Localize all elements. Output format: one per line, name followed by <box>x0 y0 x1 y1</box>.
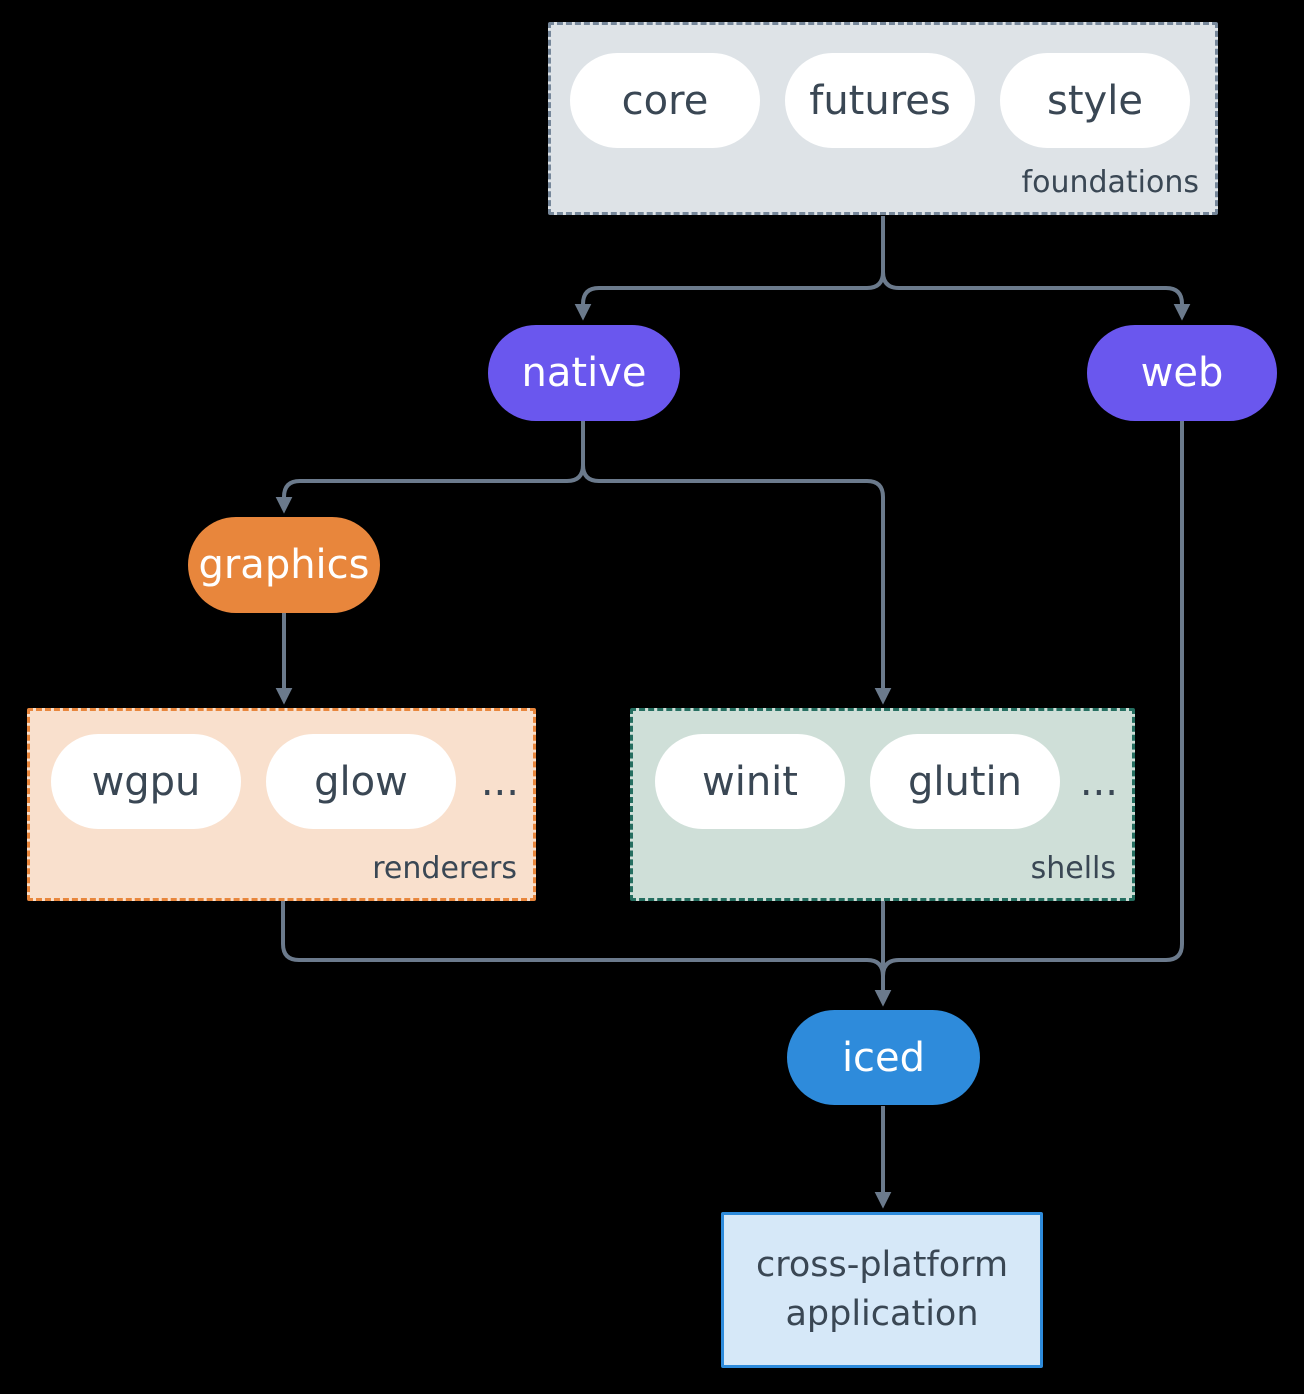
group-shells: winit glutin ... shells <box>630 708 1135 901</box>
foundations-pill-row: core futures style <box>551 25 1215 148</box>
renderers-pill-row: wgpu glow <box>30 711 533 829</box>
edge-native-shells <box>581 421 892 705</box>
foundations-label: foundations <box>1021 165 1199 200</box>
shells-label: shells <box>1030 851 1116 886</box>
group-renderers: wgpu glow ... renderers <box>27 708 536 901</box>
edge-foundations-native <box>574 216 885 321</box>
node-iced: iced <box>787 1010 980 1105</box>
node-graphics: graphics <box>188 517 380 613</box>
renderers-label: renderers <box>372 851 517 886</box>
node-web: web <box>1087 325 1277 421</box>
node-native: native <box>488 325 680 421</box>
node-cross-platform-application: cross-platform application <box>721 1212 1043 1368</box>
pill-wgpu: wgpu <box>51 734 241 829</box>
shells-ellipsis: ... <box>1079 758 1118 805</box>
edge-renderers-merge <box>281 901 885 977</box>
edge-native-graphics <box>275 421 585 514</box>
pill-style: style <box>1000 53 1190 148</box>
pill-glow: glow <box>266 734 456 829</box>
shells-pill-row: winit glutin <box>633 711 1132 829</box>
pill-futures: futures <box>785 53 975 148</box>
renderers-ellipsis: ... <box>480 758 519 805</box>
pill-winit: winit <box>655 734 845 829</box>
pill-glutin: glutin <box>870 734 1060 829</box>
group-foundations: core futures style foundations <box>548 22 1218 215</box>
edge-foundations-web <box>881 216 1191 321</box>
pill-core: core <box>570 53 760 148</box>
